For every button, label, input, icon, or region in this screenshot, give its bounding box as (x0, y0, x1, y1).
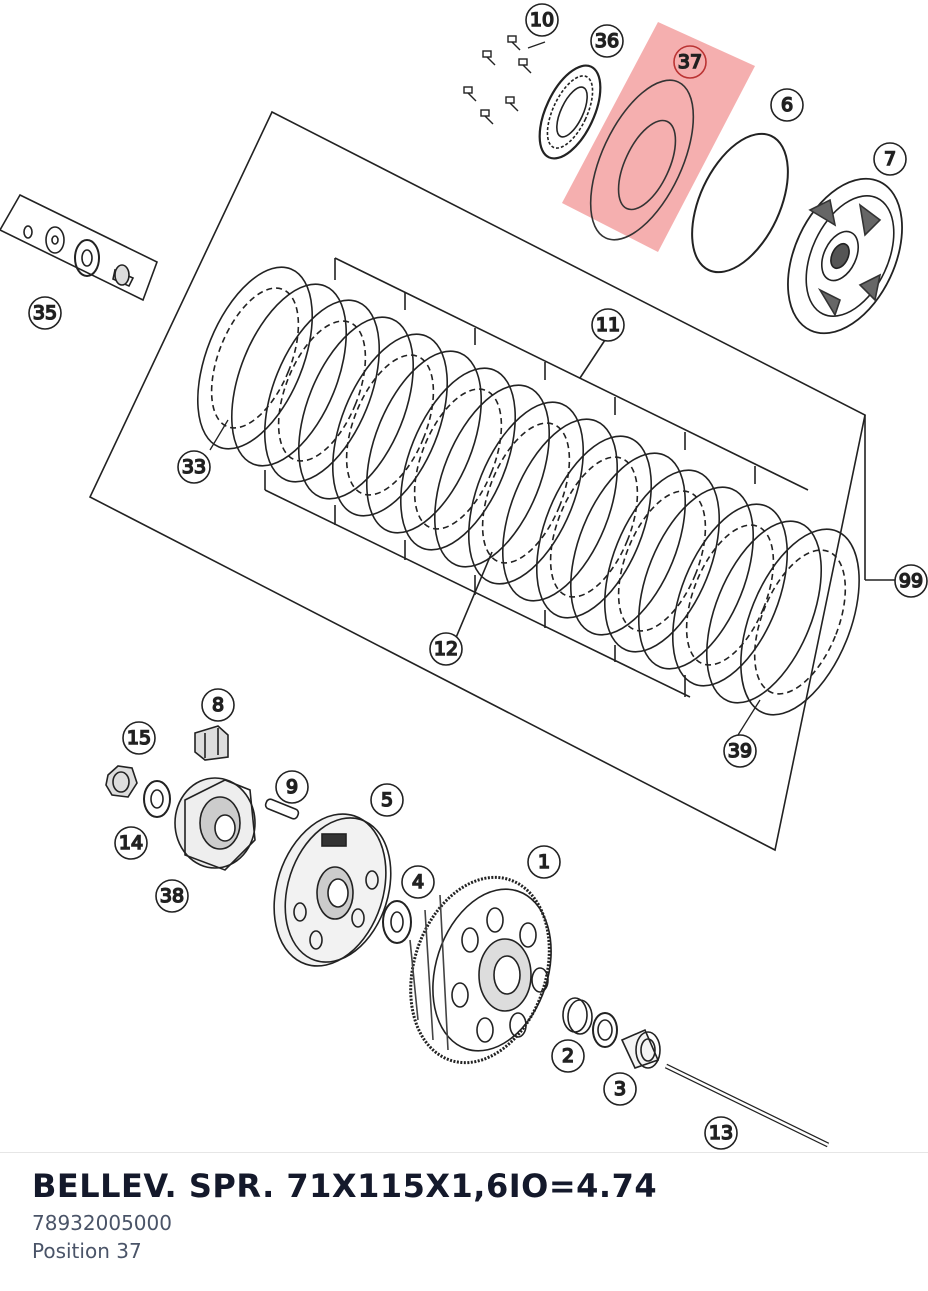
exploded-parts-diagram: 10 36 37 6 7 35 11 33 99 12 8 15 39 9 5 … (0, 3, 928, 1150)
svg-text:3: 3 (614, 1078, 626, 1100)
svg-text:9: 9 (286, 776, 298, 798)
part-14-washer[interactable] (143, 780, 171, 818)
svg-text:38: 38 (160, 885, 184, 907)
svg-text:5: 5 (381, 789, 393, 811)
callout-8[interactable]: 8 (201, 688, 235, 722)
callout-10[interactable]: 10 (525, 3, 559, 37)
part-10-bolts[interactable] (463, 35, 532, 125)
svg-text:8: 8 (212, 694, 224, 716)
part-6-wire-ring[interactable] (672, 119, 807, 287)
callout-4[interactable]: 4 (401, 865, 435, 899)
svg-text:2: 2 (562, 1045, 574, 1067)
svg-text:6: 6 (781, 94, 793, 116)
svg-text:12: 12 (434, 638, 458, 660)
part-1-clutch-basket[interactable] (388, 859, 572, 1080)
svg-text:13: 13 (709, 1122, 733, 1144)
part-13-push-rod[interactable] (664, 1063, 830, 1148)
callout-9[interactable]: 9 (275, 770, 309, 804)
svg-text:11: 11 (596, 314, 620, 336)
svg-text:7: 7 (884, 148, 896, 170)
svg-text:37: 37 (678, 51, 702, 73)
part-2-bushing[interactable] (562, 997, 618, 1048)
callout-14[interactable]: 14 (114, 826, 148, 860)
svg-text:99: 99 (899, 570, 923, 592)
callout-6[interactable]: 6 (770, 88, 804, 122)
svg-text:1: 1 (538, 851, 550, 873)
part-title: BELLEV. SPR. 71X115X1,6IO=4.74 (32, 1167, 658, 1205)
callout-1[interactable]: 1 (527, 845, 561, 879)
callout-3[interactable]: 3 (603, 1072, 637, 1106)
callout-7[interactable]: 7 (873, 142, 907, 176)
svg-text:35: 35 (33, 302, 57, 324)
part-15-nut[interactable] (105, 765, 138, 798)
part-info-panel: BELLEV. SPR. 71X115X1,6IO=4.74 789320050… (0, 1152, 928, 1291)
callout-2[interactable]: 2 (551, 1039, 585, 1073)
svg-text:39: 39 (728, 740, 752, 762)
part-position: Position 37 (32, 1239, 142, 1263)
callout-36[interactable]: 36 (590, 24, 624, 58)
bracket-12 (264, 489, 691, 698)
callout-13[interactable]: 13 (704, 1116, 738, 1150)
part-38-pressure-plate[interactable] (174, 777, 256, 871)
bracket-11 (334, 257, 809, 491)
leader-lines (209, 41, 761, 736)
part-7-pressure-cap[interactable] (765, 161, 925, 352)
callout-38[interactable]: 38 (155, 879, 189, 913)
part-37-belleville-spring[interactable] (569, 65, 714, 255)
selected-part-highlight (562, 22, 755, 252)
svg-text:33: 33 (182, 456, 206, 478)
clutch-disc-stack[interactable] (175, 251, 884, 732)
clutch-pack-boundary (88, 110, 866, 852)
callout-33[interactable]: 33 (177, 450, 211, 484)
part-number: 78932005000 (32, 1211, 172, 1235)
svg-text:4: 4 (412, 871, 424, 893)
callout-39[interactable]: 39 (723, 734, 757, 768)
svg-text:14: 14 (119, 832, 143, 854)
part-35-kit-box[interactable] (0, 193, 159, 302)
part-4-thrust-washer[interactable] (382, 900, 412, 944)
svg-text:36: 36 (595, 30, 619, 52)
callout-99[interactable]: 99 (894, 564, 928, 598)
svg-text:15: 15 (127, 727, 151, 749)
part-8-clip[interactable] (194, 725, 229, 761)
callout-15[interactable]: 15 (122, 721, 156, 755)
callout-5[interactable]: 5 (370, 783, 404, 817)
part-3-sleeve[interactable] (620, 1028, 661, 1069)
part-36-axial-bearing[interactable] (527, 57, 613, 168)
callout-35[interactable]: 35 (28, 296, 62, 330)
part-9-pin[interactable] (264, 798, 300, 820)
part-5-inner-hub[interactable] (255, 799, 408, 980)
svg-text:10: 10 (530, 9, 554, 31)
callout-11[interactable]: 11 (591, 308, 625, 342)
callout-37[interactable]: 37 (673, 45, 707, 79)
callout-12[interactable]: 12 (429, 632, 463, 666)
